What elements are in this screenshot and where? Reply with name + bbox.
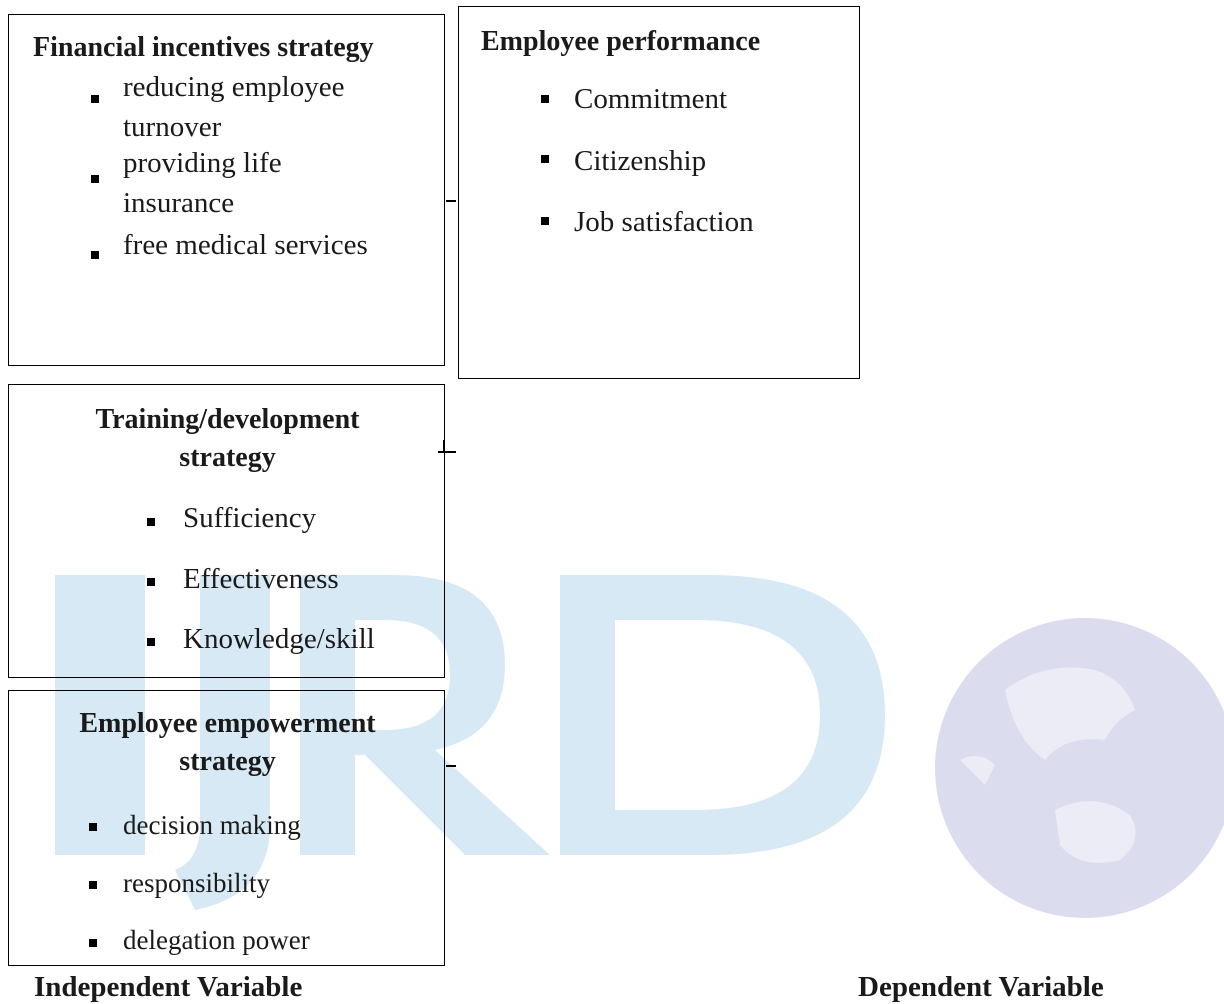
bullet-icon: [89, 823, 97, 831]
employee-empowerment-title: Employee empowerment strategy: [79, 708, 376, 777]
empowerment-item-3: delegation power: [123, 925, 310, 955]
connector-tick: [443, 440, 445, 452]
watermark-letters: [55, 575, 885, 910]
performance-item-3: Job satisfaction: [574, 206, 754, 238]
training-item-2: Effectiveness: [183, 563, 339, 595]
employee-empowerment-box: Employee empowerment strategy decision m…: [8, 690, 445, 966]
financial-item-3: free medical services: [123, 229, 368, 261]
bullet-icon: [541, 95, 549, 103]
connector-tick: [446, 200, 456, 202]
bullet-icon: [91, 95, 99, 103]
employee-performance-box: Employee performance Commitment Citizens…: [458, 6, 860, 379]
financial-item-1: reducing employee turnover: [123, 71, 345, 143]
training-development-title: Training/development strategy: [95, 404, 360, 473]
financial-incentives-box: Financial incentives strategy reducing e…: [8, 14, 445, 366]
empowerment-item-2: responsibility: [123, 868, 270, 898]
performance-item-2: Citizenship: [574, 145, 707, 177]
training-development-box: Training/development strategy Sufficienc…: [8, 384, 445, 678]
training-item-3: Knowledge/skill: [183, 623, 375, 655]
bullet-icon: [541, 155, 549, 163]
bullet-icon: [91, 251, 99, 259]
connector-tick: [446, 765, 456, 767]
globe-icon: [935, 618, 1224, 918]
bullet-icon: [541, 217, 549, 225]
connector-tick: [438, 451, 456, 453]
performance-item-1: Commitment: [574, 83, 728, 115]
financial-item-2: providing life insurance: [123, 147, 282, 219]
dependent-variable-label: Dependent Variable: [858, 971, 1104, 1003]
independent-variable-label: Independent Variable: [34, 971, 303, 1003]
empowerment-item-1: decision making: [123, 810, 301, 840]
bullet-icon: [89, 939, 97, 947]
bullet-icon: [89, 881, 97, 889]
bullet-icon: [147, 638, 155, 646]
employee-performance-title: Employee performance: [481, 26, 761, 57]
financial-incentives-title: Financial incentives strategy: [33, 32, 374, 63]
bullet-icon: [147, 518, 155, 526]
bullet-icon: [91, 175, 99, 183]
bullet-icon: [147, 578, 155, 586]
training-item-1: Sufficiency: [183, 502, 317, 534]
